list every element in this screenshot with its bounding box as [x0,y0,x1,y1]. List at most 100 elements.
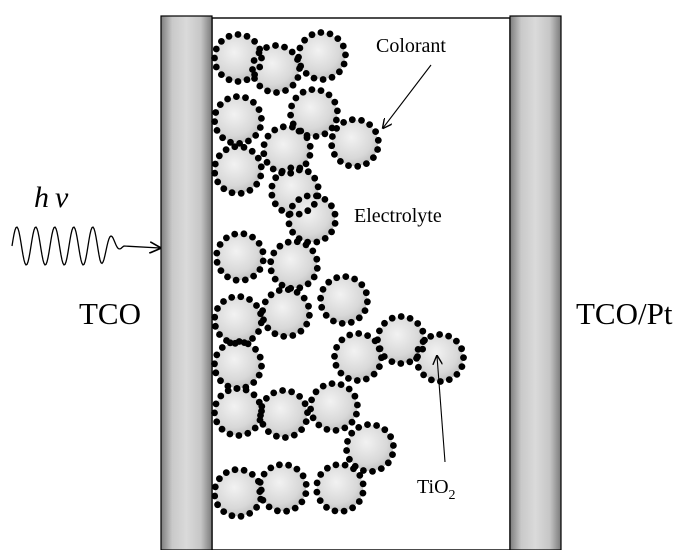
dye-molecule [317,294,324,302]
dye-molecule [263,158,271,166]
dye-molecule [321,235,329,242]
dye-molecule [222,469,230,476]
dye-molecule [355,314,363,322]
dye-molecule [273,432,280,440]
dye-molecule [414,320,422,327]
dye-molecule [364,332,371,339]
tio2-particle [335,334,381,380]
dye-molecule [241,276,249,284]
dye-molecule [345,375,352,382]
dye-molecule [256,63,264,71]
dye-molecule [325,91,333,99]
dye-molecule [251,38,258,45]
dye-molecule [256,124,264,131]
dye-shell [307,380,361,434]
dye-molecule [276,242,284,250]
dye-molecule [295,210,303,218]
dye-molecule [227,138,234,146]
tio2-particle [347,425,393,471]
dye-molecule [348,418,356,426]
dye-molecule [220,298,227,305]
dye-molecule [231,466,239,474]
dye-molecule [218,71,225,78]
dye-molecule [287,169,295,177]
dye-molecule [350,465,357,473]
dye-molecule [278,206,286,214]
dye-molecule [354,401,361,409]
dye-molecule [213,126,221,134]
tio2-particle [317,465,363,511]
dye-shell [213,230,267,284]
dye-molecule [331,507,339,515]
dye-molecule [267,258,275,266]
dye-molecule [332,461,340,469]
dye-shell [313,461,367,515]
dye-molecule [226,339,234,347]
dye-molecule [271,200,279,208]
dye-molecule [216,241,224,248]
dye-molecule [310,200,318,208]
dye-molecule [419,338,427,345]
dye-molecule [264,324,272,332]
dye-molecule [328,228,335,236]
dye-molecule [296,393,303,400]
dye-molecule [245,137,252,145]
dye-molecule [263,395,270,402]
dye-molecule [298,426,305,433]
dye-molecule [336,68,343,76]
dye-shell [211,93,265,147]
dye-molecule [267,464,275,472]
tio2-particle [289,196,335,242]
dye-molecule [313,238,321,246]
dye-molecule [240,466,248,474]
dye-molecule [345,162,352,170]
dye-molecule [211,483,219,491]
dye-molecule [331,98,339,106]
right-electrode [509,15,562,550]
dye-molecule [361,307,369,314]
dye-molecule [220,508,228,515]
dye-molecule [445,332,452,340]
dye-molecule [377,465,385,472]
dye-molecule [272,42,279,49]
dye-molecule [334,35,342,42]
dye-molecule [232,276,240,284]
dye-molecule [269,165,277,173]
dye-molecule [287,164,295,172]
dye-shell [211,385,265,439]
dye-molecule [354,162,362,170]
dye-molecule [212,369,220,377]
electrolyte-label: Electrolyte [354,205,442,227]
dye-molecule [246,296,253,303]
dye-molecule [251,75,258,82]
dye-molecule [265,503,273,511]
dye-molecule [264,132,272,140]
dye-molecule [216,475,223,483]
dye-molecule [301,36,308,44]
dye-molecule [270,389,278,397]
dye-molecule [224,95,232,103]
dye-molecule [341,461,349,469]
dye-molecule [362,289,370,297]
dye-molecule [313,479,321,487]
dye-molecule [284,238,292,246]
dye-molecule [271,126,279,134]
dye-shell [295,29,349,83]
dye-molecule [334,107,341,115]
dye-shell [374,313,428,367]
dye-molecule [297,127,305,135]
dye-molecule [406,358,414,366]
dye-molecule [217,267,225,274]
dye-molecule [249,66,256,73]
dye-molecule [413,355,420,362]
dye-molecule [323,426,331,433]
dye-molecule [302,490,310,497]
dye-molecule [250,379,258,386]
dye-molecule [445,376,453,383]
dye-molecule [315,421,323,429]
dye-molecule [240,143,248,151]
dye-molecule [317,29,325,36]
dye-molecule [213,351,221,359]
tio2-particle [332,120,378,166]
dye-molecule [253,503,260,511]
